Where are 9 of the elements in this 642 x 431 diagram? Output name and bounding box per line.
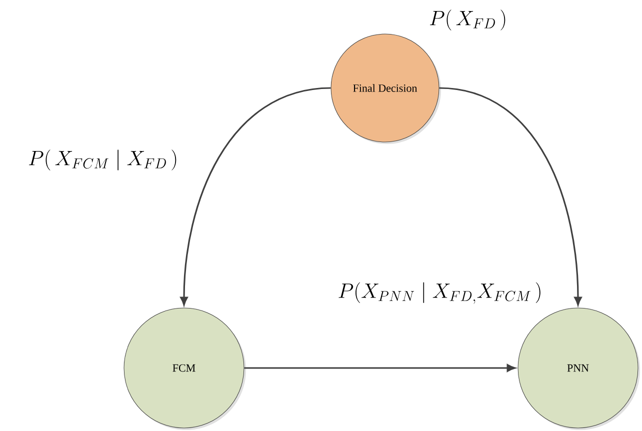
circle-node: FCM <box>124 308 246 430</box>
probability-formula: $P(\,X_{FCM}\mid X_{FD}\,)$ <box>28 150 176 170</box>
circle-node: Final Decision <box>330 34 441 144</box>
arrow <box>244 364 516 372</box>
circle-node: PNN <box>518 308 640 430</box>
arrow <box>180 87 331 306</box>
probability-formula: $P(\,X_{FD}\,)$ <box>430 10 506 30</box>
probability-formula: $P(X_{PNN}\mid X_{FD,}X_{FCM}\,)$ <box>338 282 540 304</box>
arrow <box>439 87 582 306</box>
